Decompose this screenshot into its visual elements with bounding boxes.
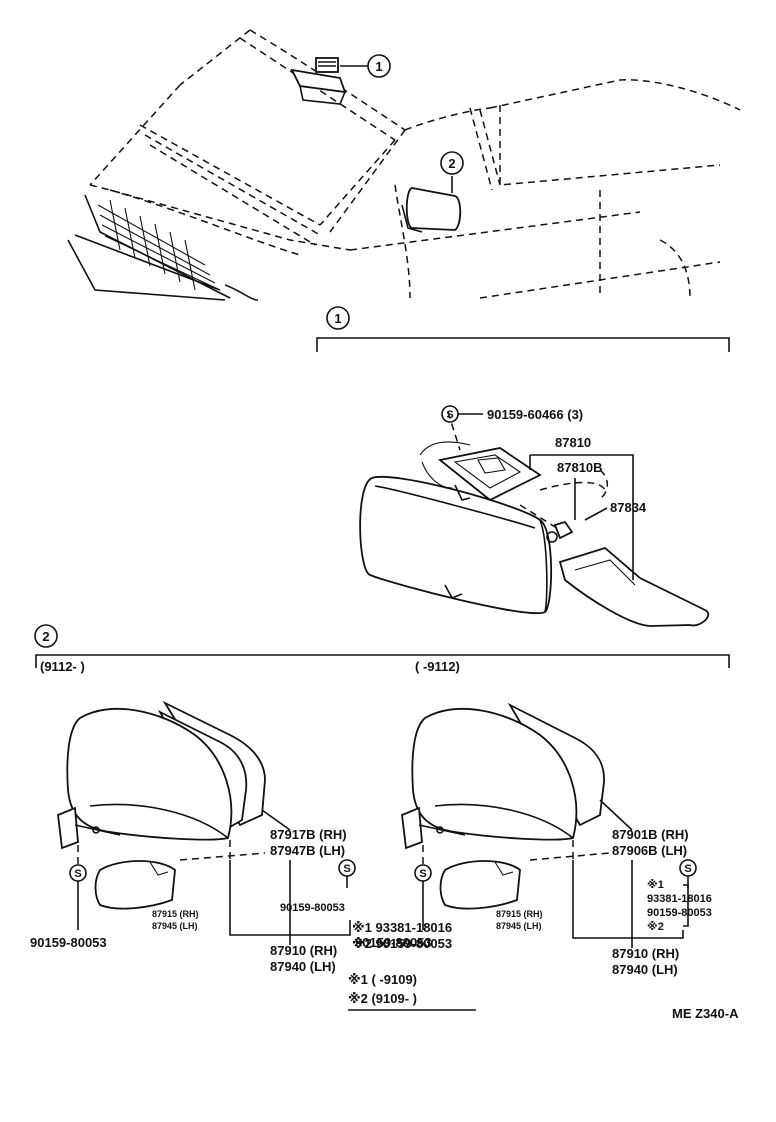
label-rearview-base: 87810: [555, 435, 591, 450]
label-left-note1: ※1 93381-18016: [352, 920, 452, 935]
label-left-screw-b: 90159-80053: [280, 902, 345, 914]
svg-text:1: 1: [375, 59, 382, 74]
figure-code: ME Z340-A: [672, 1006, 739, 1021]
label-right-assy-lh: 87940 (LH): [612, 962, 678, 977]
label-left-cover-lh: 87945 (LH): [152, 921, 198, 931]
label-left-assy-rh: 87910 (RH): [270, 943, 337, 958]
callout-2-top: 2: [440, 151, 464, 175]
label-left-glass-lh: 87947B (LH): [270, 843, 345, 858]
label-left-note2: ※2 90159-80053: [352, 936, 452, 951]
svg-text:S: S: [74, 868, 81, 880]
door-mirror-right-drawing: [401, 702, 605, 910]
label-right-screw-a: 90159-80053: [355, 935, 432, 950]
range-left: (9112- ): [40, 659, 85, 674]
svg-text:S: S: [446, 409, 453, 421]
label-right-note1-mark: ※1: [647, 879, 664, 891]
legend-row-1: ※1 ( -9109): [348, 972, 417, 987]
rearview-mirror-drawing: [359, 411, 710, 627]
car-overview-drawing: [67, 29, 741, 301]
label-right-glass-rh: 87901B (RH): [612, 827, 689, 842]
label-right-note2-mark: ※2: [647, 921, 664, 933]
svg-text:1: 1: [334, 311, 341, 326]
callout-1-top: 1: [367, 54, 391, 78]
section-1-bracket: [316, 337, 730, 352]
label-right-cover-lh: 87945 (LH): [496, 921, 542, 931]
label-right-cover-rh: 87915 (RH): [496, 909, 543, 919]
door-mirror-left-drawing: [57, 700, 266, 910]
svg-text:2: 2: [448, 156, 455, 171]
label-right-note1-part: 93381-18016: [647, 893, 712, 905]
label-left-screw-a: 90159-80053: [30, 935, 107, 950]
section-2-bracket: [35, 654, 730, 668]
rearview-labels: S 90159-60466 (3) 87810 87810B 87834: [441, 405, 647, 580]
svg-text:2: 2: [42, 629, 49, 644]
legend: ※1 ( -9109) ※2 (9109- ): [348, 972, 476, 1011]
label-left-glass-rh: 87917B (RH): [270, 827, 347, 842]
label-right-note1b-part: 90159-80053: [647, 907, 712, 919]
legend-row-2: ※2 (9109- ): [348, 991, 417, 1006]
svg-text:S: S: [419, 868, 426, 880]
door-mirror-left-labels: S 90159-80053 87917B (RH) 87947B (LH) S …: [30, 809, 452, 974]
range-right: ( -9112): [415, 659, 460, 674]
label-right-glass-lh: 87906B (LH): [612, 843, 687, 858]
label-rearview-screw: 90159-60466 (3): [487, 407, 583, 422]
callout-1-section: 1: [326, 306, 350, 330]
svg-text:S: S: [684, 863, 691, 875]
svg-text:S: S: [343, 863, 350, 875]
label-rearview-sub: 87810B: [557, 460, 603, 475]
label-rearview-cover: 87834: [610, 500, 647, 515]
label-left-cover-rh: 87915 (RH): [152, 909, 199, 919]
label-right-assy-rh: 87910 (RH): [612, 946, 679, 961]
label-left-assy-lh: 87940 (LH): [270, 959, 336, 974]
door-mirror-right-labels: S 90159-80053 87901B (RH) 87906B (LH) S …: [355, 799, 712, 977]
callout-2-section: 2: [34, 624, 58, 648]
